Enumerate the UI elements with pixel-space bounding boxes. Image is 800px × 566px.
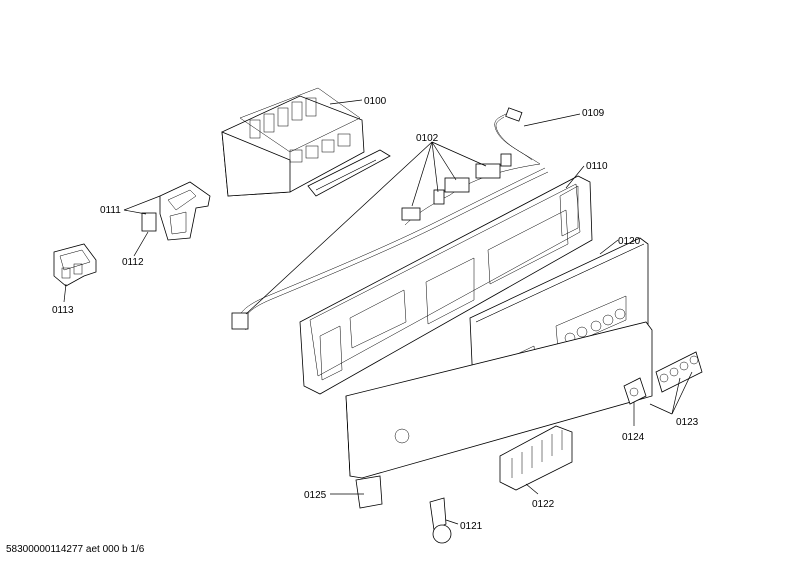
part-0121-knob bbox=[429, 497, 452, 544]
leader-lines bbox=[63, 99, 693, 525]
label-0113: 0113 bbox=[52, 305, 74, 316]
label-0111: 0111 bbox=[100, 205, 121, 216]
part-0122-switch-block bbox=[499, 425, 573, 491]
label-0112: 0112 bbox=[122, 257, 144, 268]
label-0122: 0122 bbox=[532, 499, 555, 510]
part-0110-frame bbox=[299, 175, 593, 395]
part-0113-component bbox=[53, 243, 97, 287]
document-id-footer: 58300000114277 aet 000 b 1/6 bbox=[6, 544, 145, 555]
part-0125-front-panel bbox=[345, 321, 653, 509]
label-0124: 0124 bbox=[622, 432, 645, 443]
part-0100-control-module bbox=[221, 87, 391, 197]
label-0100: 0100 bbox=[364, 96, 387, 107]
label-0125: 0125 bbox=[304, 490, 327, 501]
label-0121: 0121 bbox=[460, 521, 483, 532]
label-0102: 0102 bbox=[416, 133, 439, 144]
part-0109-cable bbox=[494, 107, 541, 165]
part-0102-wiring-harness bbox=[231, 153, 549, 331]
label-0123: 0123 bbox=[676, 417, 699, 428]
label-0109: 0109 bbox=[582, 108, 605, 119]
part-0111-0112-components bbox=[141, 181, 211, 241]
label-0110: 0110 bbox=[586, 161, 608, 172]
part-0123-0124-buttons bbox=[623, 351, 703, 405]
label-0120: 0120 bbox=[618, 236, 641, 247]
